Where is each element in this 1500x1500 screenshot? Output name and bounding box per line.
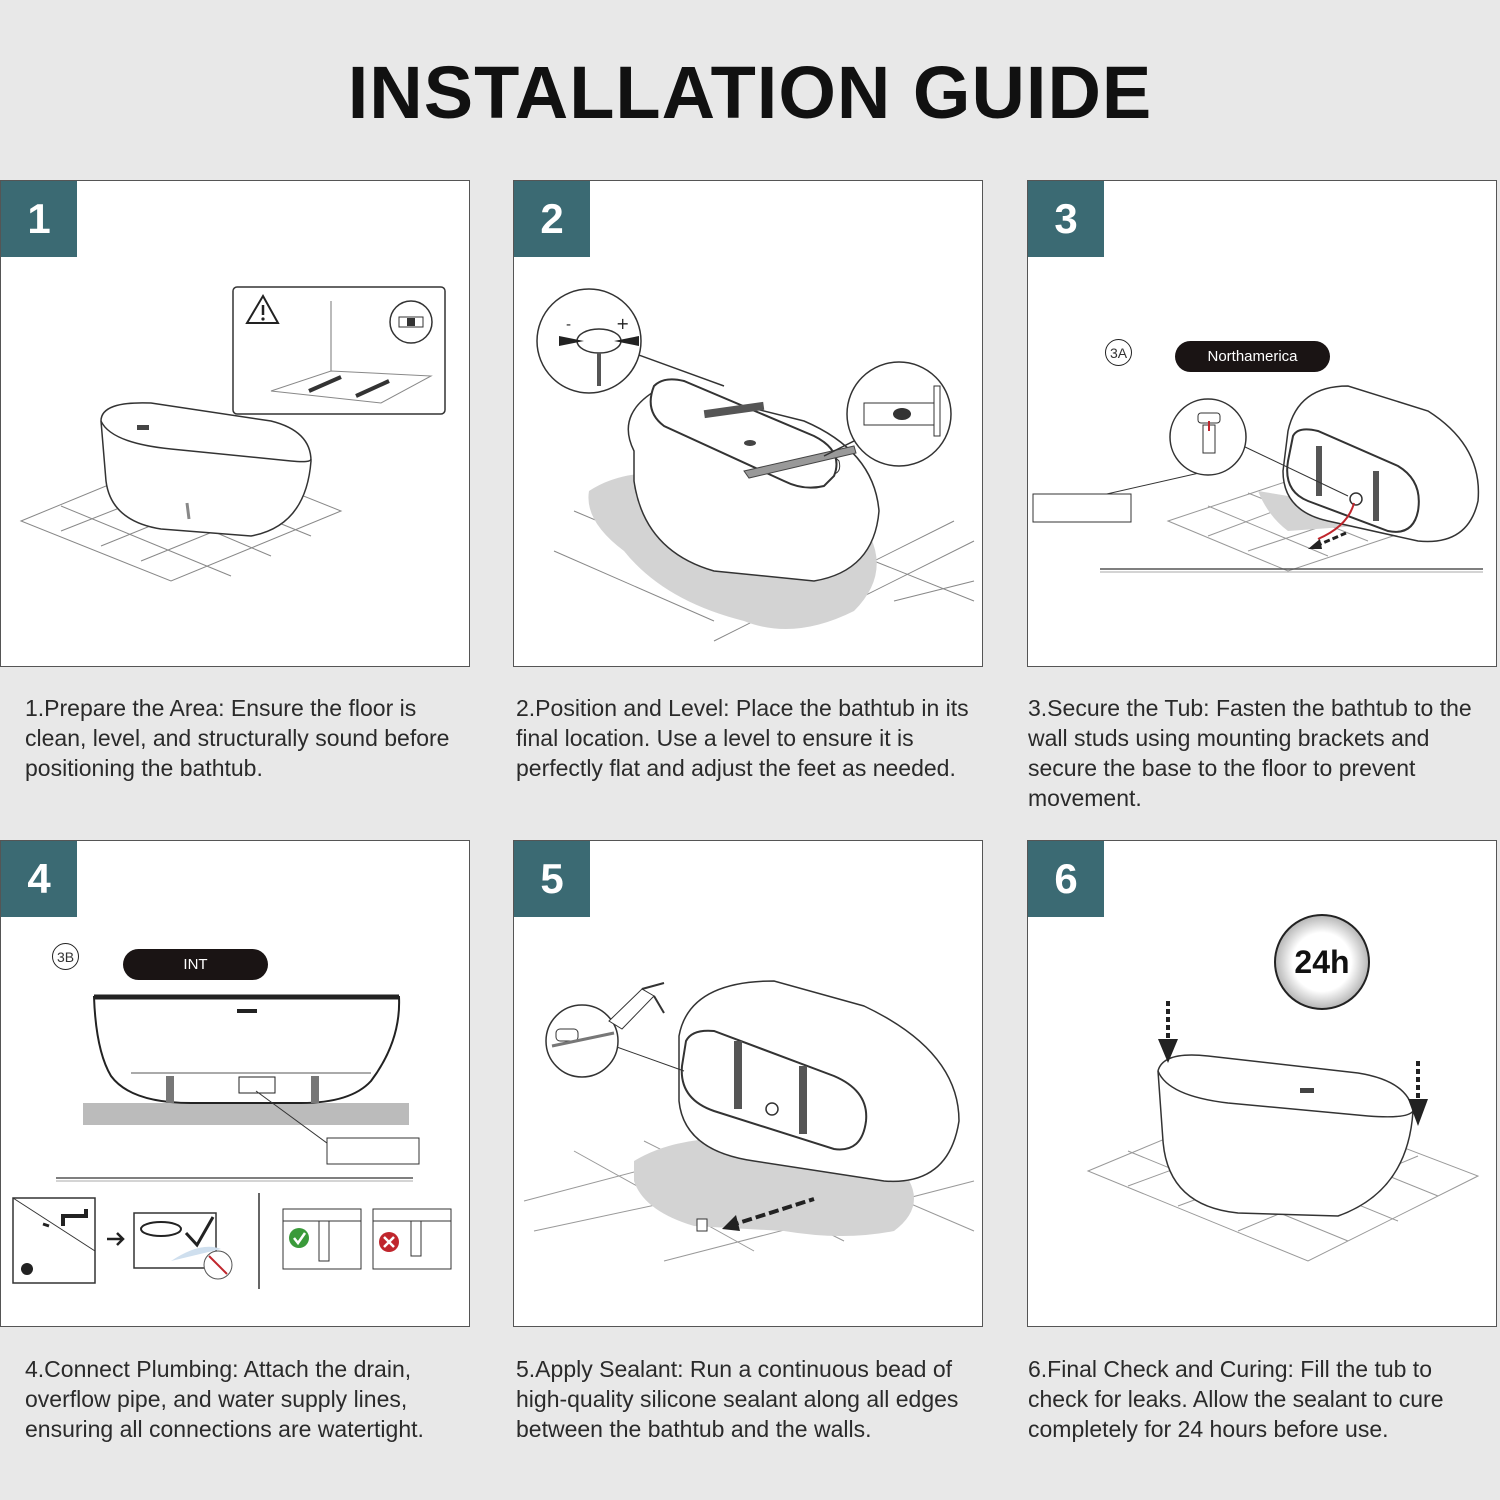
step-4-number: 4 bbox=[1, 841, 77, 917]
step-2-panel: 2 - + bbox=[513, 180, 983, 667]
step-6-caption: 6.Final Check and Curing: Fill the tub t… bbox=[1028, 1356, 1444, 1442]
clock-icon: 24h bbox=[1274, 914, 1370, 1010]
step-5-number: 5 bbox=[514, 841, 590, 917]
step-1-panel: 1 bbox=[0, 180, 470, 667]
step-1-caption: 1.Prepare the Area: Ensure the floor is … bbox=[25, 695, 450, 781]
cross-icon bbox=[379, 1232, 399, 1252]
step-2-number: 2 bbox=[514, 181, 590, 257]
step-6-panel: 6 24h bbox=[1027, 840, 1497, 1327]
step-4-panel: 4 bbox=[0, 840, 470, 1327]
step-4-caption: 4.Connect Plumbing: Attach the drain, ov… bbox=[25, 1356, 424, 1442]
step-3-sublabel: 3A bbox=[1105, 339, 1132, 366]
step-5-caption: 5.Apply Sealant: Run a continuous bead o… bbox=[516, 1356, 959, 1442]
step-1-number: 1 bbox=[1, 181, 77, 257]
page-title: INSTALLATION GUIDE bbox=[347, 51, 1153, 134]
step-3-panel: 3 3A Northamerica bbox=[1027, 180, 1497, 667]
step-5-illustration bbox=[523, 980, 975, 1262]
step-2-caption: 2.Position and Level: Place the bathtub … bbox=[516, 695, 969, 781]
step-4-region-pill: INT bbox=[123, 949, 268, 980]
step-3-region-pill: Northamerica bbox=[1175, 341, 1330, 372]
step-4-sublabel: 3B bbox=[52, 943, 79, 970]
step-2-illustration: - + bbox=[536, 288, 975, 642]
step-6-number: 6 bbox=[1028, 841, 1104, 917]
svg-text:-: - bbox=[566, 317, 571, 333]
step-6-illustration bbox=[1086, 1001, 1480, 1262]
faucet-icon bbox=[61, 1209, 88, 1226]
svg-text:+: + bbox=[616, 314, 629, 333]
step-3-caption: 3.Secure the Tub: Fasten the bathtub to … bbox=[1028, 695, 1472, 811]
step-4-illustration bbox=[12, 994, 452, 1289]
step-5-panel: 5 bbox=[513, 840, 983, 1327]
step-1-illustration bbox=[19, 286, 446, 582]
step-3-illustration bbox=[1032, 385, 1483, 573]
check-icon bbox=[289, 1228, 309, 1248]
warning-icon bbox=[245, 293, 280, 324]
step-3-number: 3 bbox=[1028, 181, 1104, 257]
